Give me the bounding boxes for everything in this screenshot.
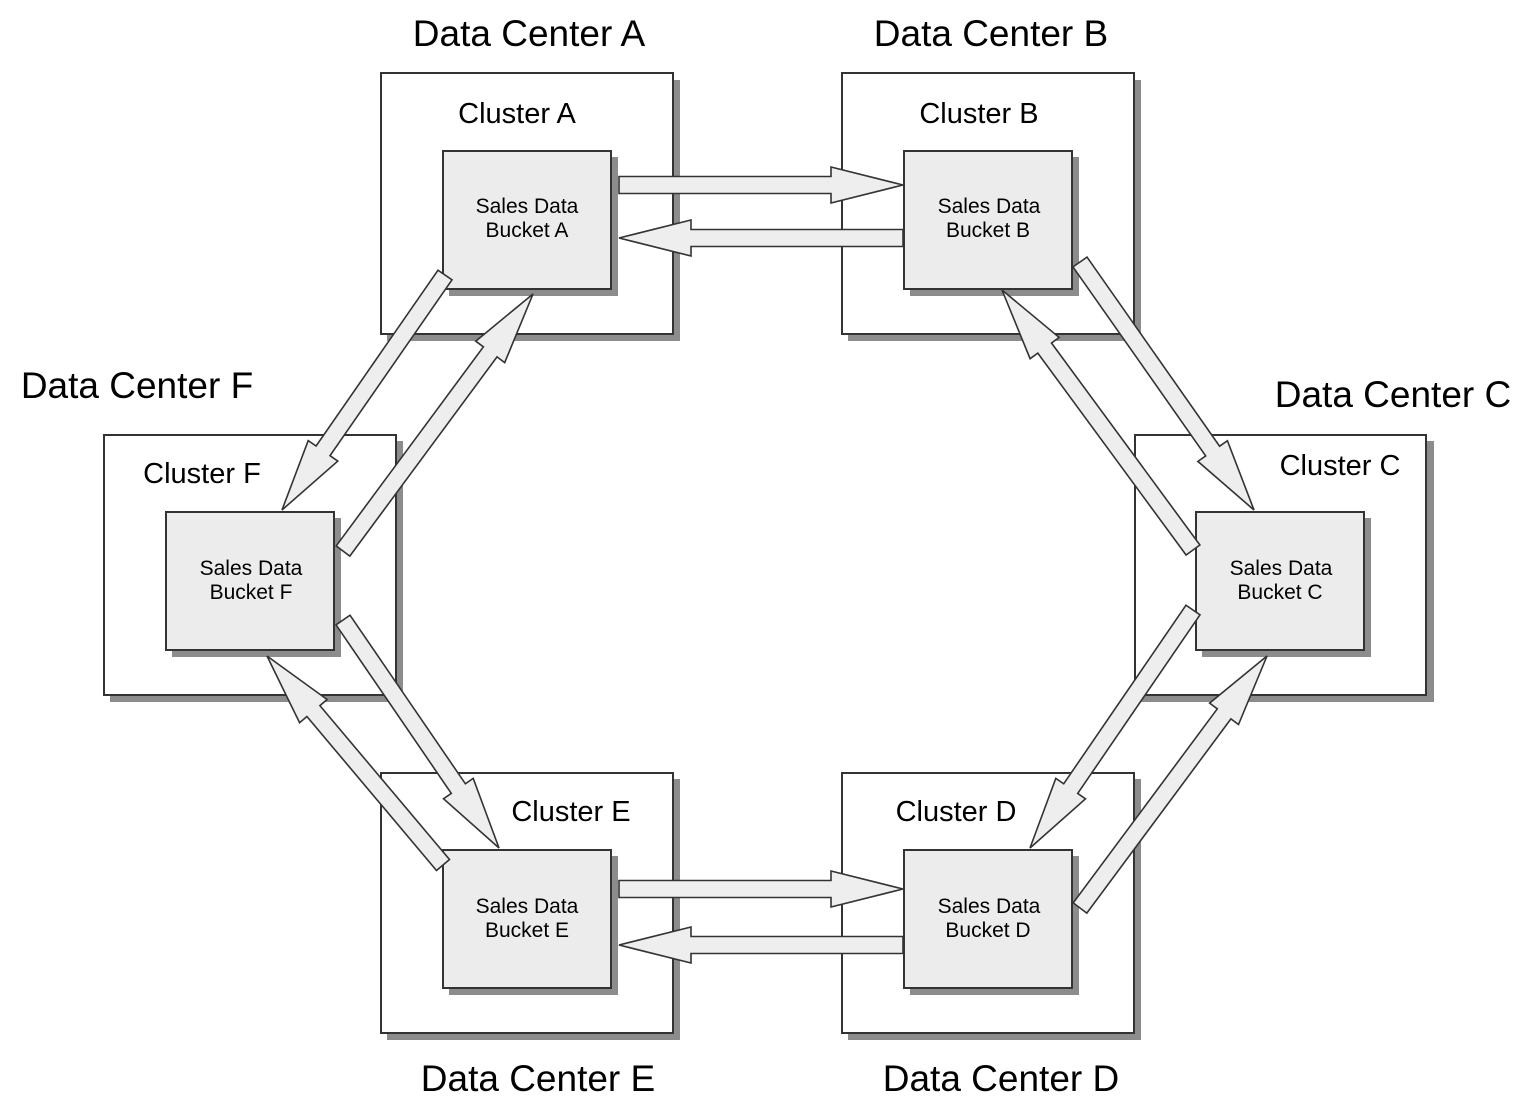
data-center-f: Data Center F Cluster F Sales Data Bucke… (21, 365, 403, 702)
data-center-a: Data Center A Cluster A Sales Data Bucke… (380, 13, 680, 341)
bucket-b (903, 150, 1073, 290)
bucket-e-label-line2: Bucket E (485, 919, 569, 942)
cluster-f-label: Cluster F (143, 458, 261, 490)
bucket-b-label-line2: Bucket B (946, 219, 1030, 242)
replication-arrows (266, 165, 1268, 965)
arrow-c-to-b (1001, 289, 1202, 557)
bucket-c (1195, 511, 1365, 651)
bucket-f (165, 511, 335, 651)
bucket-d (903, 849, 1073, 989)
bucket-b-label-line1: Sales Data (938, 195, 1041, 218)
bucket-d-label-line1: Sales Data (938, 895, 1041, 918)
bucket-a-label-line1: Sales Data (476, 195, 579, 218)
data-center-a-label: Data Center A (413, 13, 646, 54)
cluster-c-label: Cluster C (1280, 450, 1401, 482)
data-center-c-label: Data Center C (1275, 374, 1512, 415)
data-center-e: Data Center E Cluster E Sales Data Bucke… (380, 772, 680, 1099)
cluster-a-label: Cluster A (458, 98, 576, 130)
data-center-c: Data Center C Cluster C Sales Data Bucke… (1134, 374, 1512, 702)
arrow-a-to-b (618, 165, 904, 205)
data-center-d-label: Data Center D (883, 1058, 1120, 1099)
arrow-b-to-a (618, 218, 904, 258)
data-center-e-label: Data Center E (421, 1058, 655, 1099)
arrow-d-to-c (1072, 655, 1268, 915)
arrow-f-to-a (335, 293, 534, 558)
data-center-f-label: Data Center F (21, 365, 253, 406)
arrow-f-to-e (334, 614, 500, 849)
data-center-d: Data Center D Cluster D Sales Data Bucke… (841, 772, 1141, 1099)
bucket-e-label-line1: Sales Data (476, 895, 579, 918)
cluster-d-label: Cluster D (896, 796, 1017, 828)
bucket-c-label-line1: Sales Data (1230, 557, 1333, 580)
bucket-c-label-line2: Bucket C (1237, 581, 1322, 604)
bucket-a-label-line2: Bucket A (486, 219, 569, 242)
arrow-e-to-f (266, 655, 451, 872)
bucket-a (442, 150, 612, 290)
data-center-b-label: Data Center B (874, 13, 1108, 54)
arrow-e-to-d (618, 925, 904, 965)
arrow-d-to-e (618, 869, 904, 909)
arrow-c-to-d (1029, 604, 1202, 849)
cluster-b-label: Cluster B (919, 98, 1038, 130)
bucket-f-label-line2: Bucket F (210, 581, 293, 604)
data-center-b: Data Center B Cluster B Sales Data Bucke… (841, 13, 1141, 341)
bucket-e (442, 849, 612, 989)
bucket-d-label-line2: Bucket D (945, 919, 1030, 942)
arrow-b-to-c (1071, 255, 1255, 511)
arrow-a-to-f (281, 269, 454, 511)
cluster-e-label: Cluster E (511, 796, 630, 828)
bucket-f-label-line1: Sales Data (200, 557, 303, 580)
